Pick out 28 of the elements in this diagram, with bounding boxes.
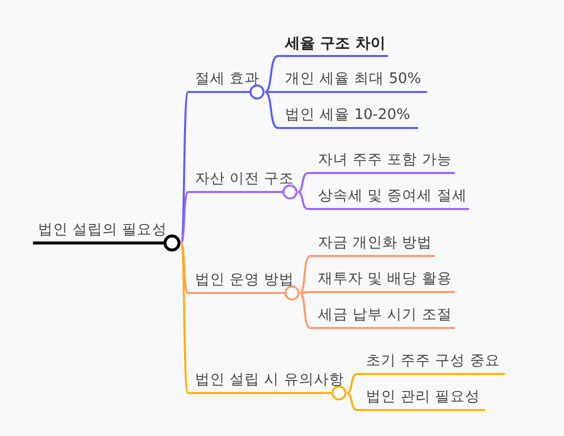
branch-line — [346, 392, 358, 411]
topic-label: 상속세 및 증여세 절세 — [318, 187, 467, 205]
topic-label: 법인 세율 10-20% — [285, 106, 410, 124]
topic-label: 법인 설립의 필요성 — [38, 221, 168, 239]
topic-label: 세율 구조 차이 — [285, 34, 386, 52]
branch-line — [300, 255, 310, 294]
topic-label: 재투자 및 배당 활용 — [318, 270, 452, 288]
branch-line — [300, 292, 310, 329]
branch-line — [180, 242, 189, 294]
topic-label: 자산 이전 구조 — [195, 170, 294, 188]
branch-line — [298, 172, 308, 193]
topic-label: 세금 납부 시기 조절 — [318, 306, 452, 324]
topic-label: 자녀 주주 포함 가능 — [318, 151, 452, 169]
branch-line — [180, 191, 189, 244]
branch-line — [180, 242, 189, 394]
topic-label: 개인 세율 최대 50% — [285, 70, 422, 88]
branch-line — [180, 92, 189, 244]
topic-label: 자금 개인화 방법 — [318, 234, 432, 252]
branch-line — [298, 191, 308, 210]
topic-label: 초기 주주 구성 중요 — [366, 352, 500, 370]
branch-line — [300, 291, 310, 294]
branch-line — [264, 91, 278, 129]
topic-label: 법인 운영 방법 — [195, 271, 294, 289]
branch-line — [264, 55, 278, 93]
topic-label: 절세 효과 — [195, 70, 260, 88]
branch-line — [346, 373, 358, 394]
topic-label: 법인 관리 필요성 — [366, 388, 480, 406]
topic-label: 법인 설립 시 유의사항 — [195, 371, 344, 389]
